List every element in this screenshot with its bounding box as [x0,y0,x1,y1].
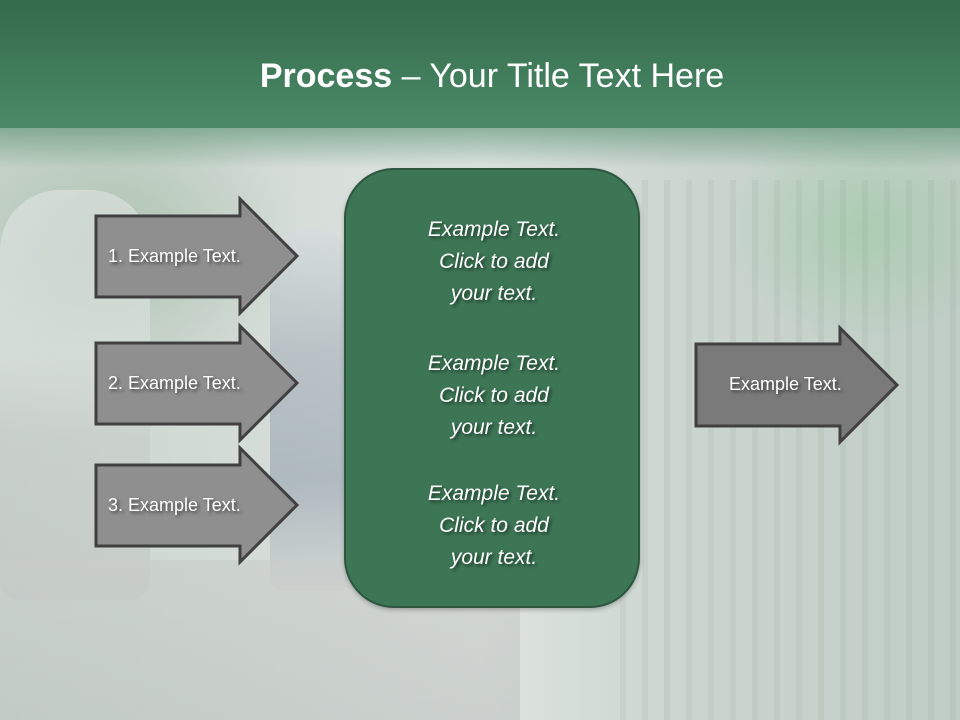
result-arrow-label: Example Text. [729,374,842,394]
step-arrow-3[interactable]: 3. Example Text. [94,444,300,566]
block-1-line-1: Example Text. [427,218,561,241]
block-2-line-1: Example Text. [427,352,561,375]
step-arrow-1-label: 1. Example Text. [108,246,241,266]
step-arrow-2-label: 2. Example Text. [108,373,241,393]
block-1-line-3: your text. [450,282,538,305]
block-2-line-2: Click to add [439,384,549,407]
center-text-box[interactable]: Example Text. Click to add your text. Ex… [344,168,640,608]
title-band-fade [0,128,960,168]
right-arrow-icon [94,195,300,317]
step-arrow-3-label: 3. Example Text. [108,495,241,515]
block-3-line-2: Click to add [439,514,549,537]
center-text-block-1: Example Text. Click to add your text. [346,214,642,310]
center-text-block-2: Example Text. Click to add your text. [346,348,642,444]
slide-title[interactable]: Process – Your Title Text Here [0,52,960,100]
step-arrow-2[interactable]: 2. Example Text. [94,322,300,444]
background-photo-woman [270,225,350,590]
right-arrow-icon [694,324,900,446]
block-3-line-3: your text. [450,546,538,569]
title-rest: – Your Title Text Here [392,57,725,95]
result-arrow[interactable]: Example Text. [694,324,900,446]
right-arrow-icon [94,322,300,444]
background-photo-fence [620,180,960,720]
block-3-line-1: Example Text. [427,482,561,505]
block-1-line-2: Click to add [439,250,549,273]
right-arrow-icon [94,444,300,566]
center-text-block-3: Example Text. Click to add your text. [346,478,642,574]
title-bold-part: Process [259,57,393,95]
title-band [0,0,960,128]
step-arrow-1[interactable]: 1. Example Text. [94,195,300,317]
block-2-line-3: your text. [450,416,538,439]
